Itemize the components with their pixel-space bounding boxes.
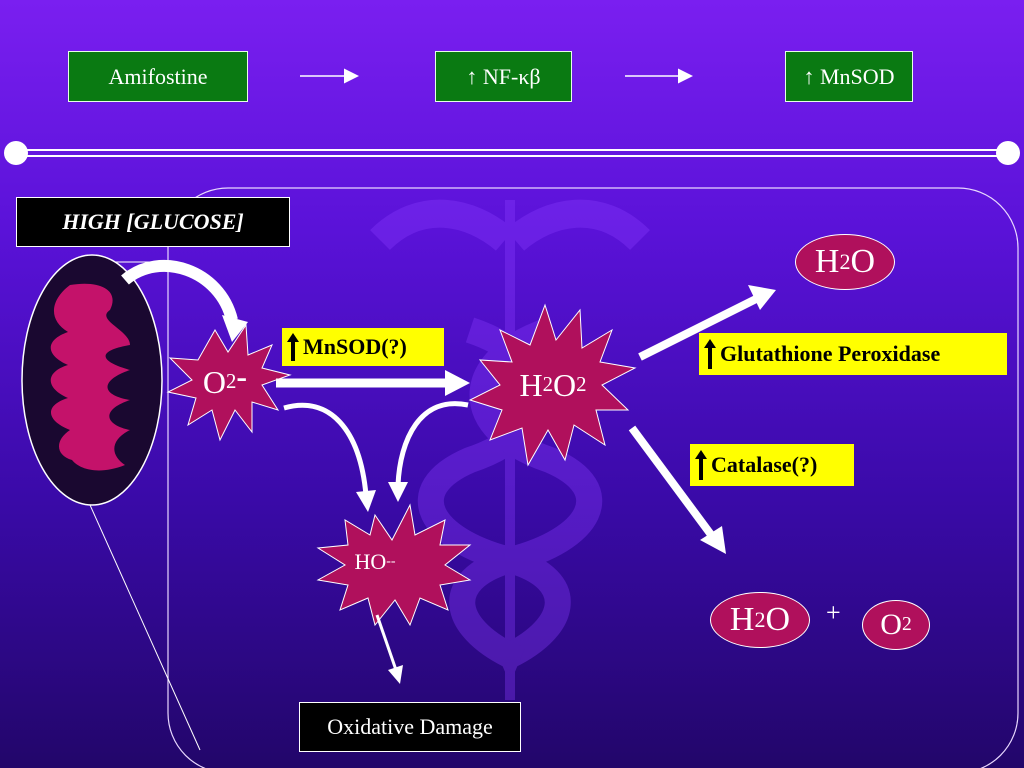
oxidative-damage-label: Oxidative Damage	[327, 714, 493, 739]
arrow-h2o2-to-water-oxygen	[628, 425, 716, 539]
up-arrow-icon	[704, 339, 716, 369]
nfkb-box: ↑ NF-κβ	[435, 51, 572, 102]
zoom-line-bottom	[89, 504, 201, 751]
caduceus-watermark	[370, 199, 650, 700]
arrow-hydroxyl-to-damage	[375, 614, 398, 671]
oxidative-damage-box: Oxidative Damage	[299, 702, 521, 752]
high-glucose-box: HIGH [GLUCOSE]	[16, 197, 290, 247]
high-glucose-label: HIGH [GLUCOSE]	[62, 209, 244, 234]
mitochondria-icon	[21, 254, 163, 506]
hydroxyl-label: HO--	[354, 549, 396, 574]
glutathione-peroxidase-label: Glutathione Peroxidase	[720, 341, 941, 366]
hydroxyl-starburst	[316, 503, 472, 627]
arrow-h2o2-to-water	[638, 294, 760, 361]
superoxide-starburst	[166, 323, 292, 442]
amifostine-box: Amifostine	[68, 51, 248, 102]
amifostine-label: Amifostine	[108, 63, 208, 89]
up-arrow-icon	[287, 333, 299, 361]
arrow-mito-to-superoxide	[121, 259, 238, 322]
mnsod-top-label: ↑ MnSOD	[803, 63, 895, 89]
mnsod-enzyme-label: MnSOD(?)	[303, 334, 407, 359]
up-arrow-icon	[695, 450, 707, 480]
nfkb-label: ↑ NF-κβ	[466, 63, 541, 89]
glutathione-peroxidase-box: Glutathione Peroxidase	[699, 333, 1007, 375]
catalase-label: Catalase(?)	[711, 452, 818, 477]
mnsod-enzyme-box: MnSOD(?)	[282, 328, 444, 366]
arrow-h2o2-to-hydroxyl	[395, 401, 469, 486]
catalase-box: Catalase(?)	[690, 444, 854, 486]
divider	[4, 141, 1020, 165]
plus-sign: +	[826, 598, 841, 627]
h2o2-starburst	[468, 303, 637, 467]
arrow-superoxide-to-hydroxyl	[283, 402, 369, 496]
content-panel	[167, 187, 1019, 768]
mnsod-top-box: ↑ MnSOD	[785, 51, 913, 102]
